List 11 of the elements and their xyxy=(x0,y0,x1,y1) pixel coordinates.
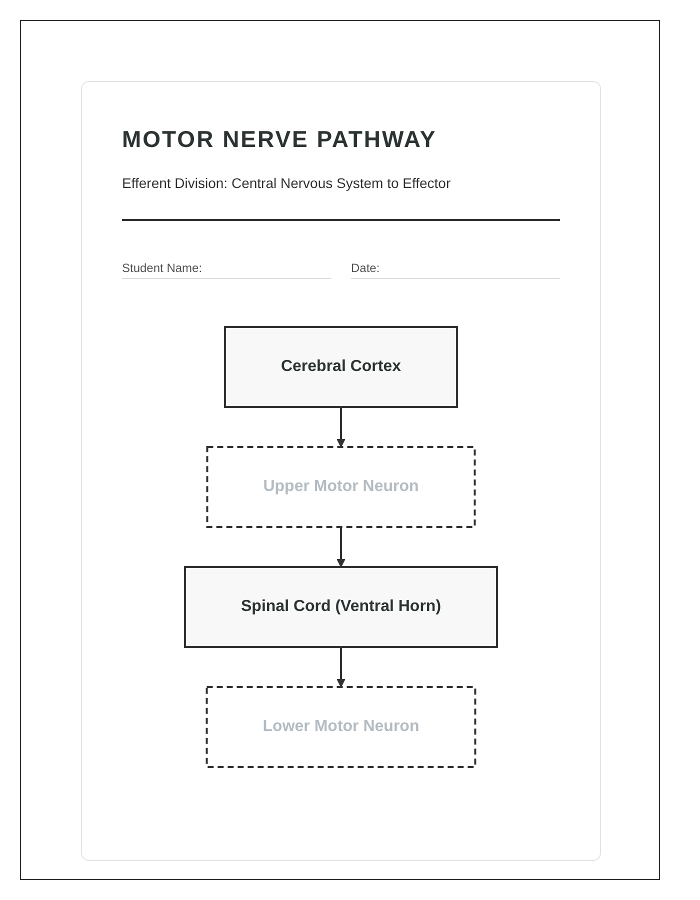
fill-in-line: Date: xyxy=(351,261,560,279)
node-box: Lower Motor Neuron xyxy=(206,686,476,768)
subtitle: Efferent Division: Central Nervous System to Effector xyxy=(122,175,560,221)
node-box: Cerebral Cortex xyxy=(224,326,458,408)
fill-in-line: Student Name: xyxy=(122,261,331,279)
arrow xyxy=(336,407,346,448)
node-box: Spinal Cord (Ventral Horn) xyxy=(184,566,498,648)
arrow xyxy=(336,647,346,688)
arrow xyxy=(336,527,346,568)
node-box: Upper Motor Neuron xyxy=(206,446,476,528)
worksheet-title: MOTOR NERVE PATHWAY xyxy=(122,126,438,153)
